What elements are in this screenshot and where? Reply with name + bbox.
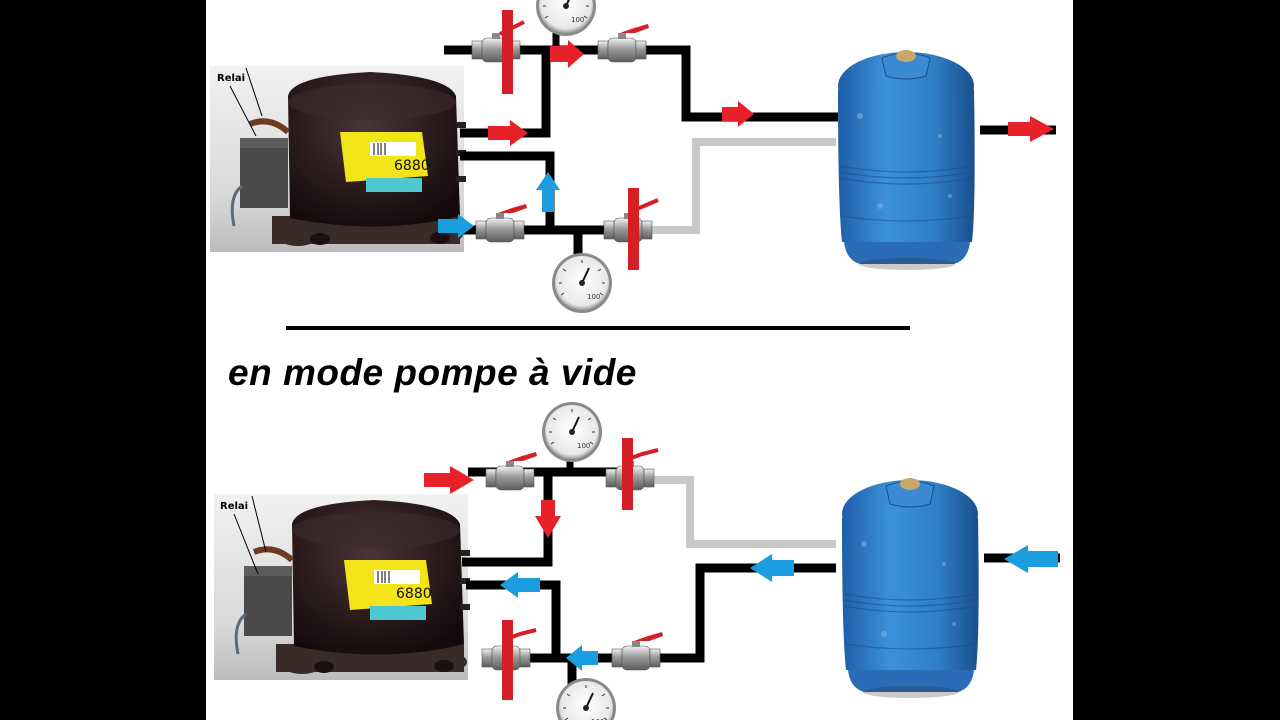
top-diagram: Relai 6880 bbox=[210, 0, 1056, 314]
ball-valve-icon bbox=[611, 632, 663, 671]
gas-cylinder-icon bbox=[837, 49, 976, 271]
compressor-code: 6880 bbox=[394, 158, 430, 174]
ball-valve-icon bbox=[605, 438, 659, 510]
flow-arrows bbox=[438, 40, 1054, 238]
pressure-gauge-icon bbox=[541, 401, 603, 463]
flow-arrow-icon bbox=[424, 466, 474, 494]
ball-valve-icon bbox=[485, 452, 537, 491]
flow-arrows bbox=[424, 466, 1058, 671]
flow-arrow-icon bbox=[1008, 116, 1054, 142]
ball-valve-icon bbox=[481, 620, 537, 700]
flow-arrow-icon bbox=[1004, 545, 1058, 573]
flow-arrow-icon bbox=[535, 500, 561, 538]
pressure-gauge-icon bbox=[535, 0, 597, 37]
relay-annotation bbox=[233, 495, 267, 575]
bottom-diagram: Relai 6880 bbox=[214, 401, 1060, 720]
relay-annotation bbox=[229, 67, 263, 137]
flow-arrow-icon bbox=[750, 554, 794, 582]
ball-valve-icon bbox=[475, 204, 527, 243]
ball-valve-icon bbox=[603, 188, 659, 270]
relay-label: Relai bbox=[220, 501, 248, 512]
section-divider bbox=[286, 326, 910, 330]
flow-arrow-icon bbox=[566, 645, 598, 671]
flow-arrow-icon bbox=[550, 40, 584, 68]
ball-valve-icon bbox=[471, 10, 525, 94]
relay-label: Relai bbox=[217, 73, 245, 84]
ball-valve-icon bbox=[597, 24, 649, 63]
gas-cylinder-icon bbox=[841, 477, 980, 699]
flow-arrow-icon bbox=[438, 214, 474, 238]
pressure-gauge-icon bbox=[551, 252, 613, 314]
mode-title: en mode pompe à vide bbox=[228, 352, 637, 393]
flow-arrow-icon bbox=[536, 172, 560, 212]
pressure-gauge-icon bbox=[555, 677, 617, 720]
flow-arrow-icon bbox=[488, 120, 528, 146]
compressor-code: 6880 bbox=[396, 586, 432, 602]
flow-arrow-icon bbox=[500, 572, 540, 598]
flow-arrow-icon bbox=[722, 101, 754, 127]
